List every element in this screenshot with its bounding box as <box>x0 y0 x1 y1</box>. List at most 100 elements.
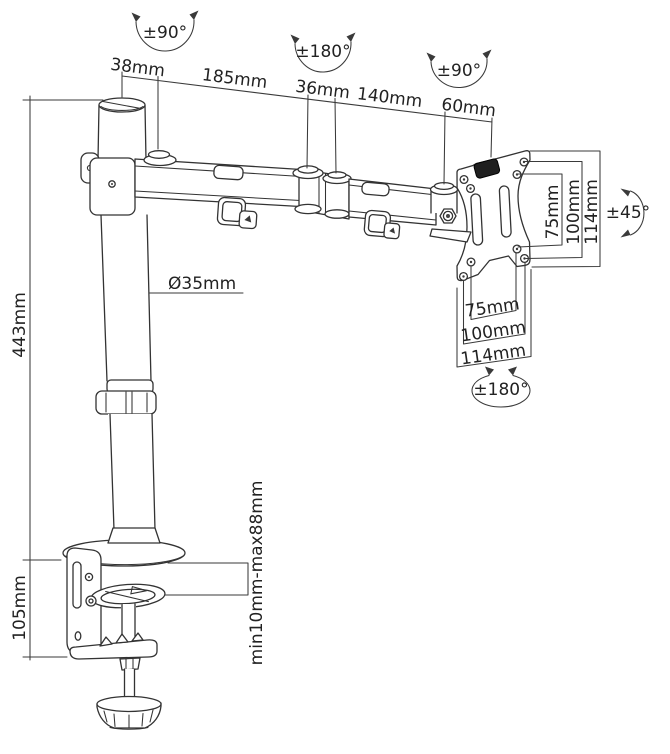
vesa-plate <box>429 150 531 282</box>
shelf-pad <box>105 586 149 603</box>
screw-nut <box>119 657 141 671</box>
wrist-barrel <box>430 188 458 214</box>
clamp-lower-jaw <box>69 639 158 660</box>
dim-pole-height: 443mm 105mm <box>10 95 104 661</box>
dim-pole-top-label: 38mm <box>109 55 166 82</box>
elbow-cap-1 <box>297 165 319 174</box>
wrist-bolt-center <box>446 214 450 218</box>
vesa-h-75-label: 75mm <box>464 294 521 321</box>
tilt-label: ±45° <box>606 203 650 223</box>
tilt-arc <box>629 190 645 236</box>
rotation-plate-arrows <box>485 366 517 376</box>
clamp-knob-flutes <box>103 709 154 730</box>
screw-lower-shaft <box>123 668 136 702</box>
rotation-head-arc <box>430 58 488 89</box>
vesa-hole-dot <box>469 187 472 190</box>
pole-sleeve-fill <box>98 105 146 160</box>
dim-pole-diameter-label: Ø35mm <box>168 274 236 294</box>
shelf-pivot-pin <box>88 598 94 604</box>
rotation-elbow-swivel: ±180° <box>290 32 356 73</box>
wrist-wing-bracket <box>429 228 472 243</box>
rotation-plate: ±180° <box>471 366 531 408</box>
cable-clip-top-1 <box>213 164 244 181</box>
cable-clip-1-arrow <box>244 215 252 223</box>
vesa-h-75-lines <box>470 252 517 321</box>
cable-clip-top-2-body <box>361 181 390 197</box>
cable-clip-top-2 <box>361 181 390 197</box>
dim-pole-diameter: Ø35mm <box>148 274 244 294</box>
pole-upper-shaft <box>100 214 152 382</box>
vesa-holes <box>458 157 530 282</box>
rotation-head-tilt: ±45° <box>606 188 650 238</box>
jaw-teeth <box>99 632 144 647</box>
vesa-v-114-label: 114mm <box>582 179 602 245</box>
dim-clamp-range-lines <box>164 562 249 596</box>
vesa-hole-dot <box>515 247 519 251</box>
dim-pole-height-label: 443mm <box>10 292 30 358</box>
dim-clamp-range-label: min10mm-max88mm <box>247 481 267 666</box>
pole-lower-shaft <box>109 413 156 531</box>
dim-pole-height-lines <box>22 95 104 661</box>
clamp-lower-hole <box>74 631 82 641</box>
dim-rear-arm-label: 140mm <box>356 84 424 112</box>
pole-sleeve <box>97 104 147 161</box>
rotation-head-swivel: ±90° <box>426 49 492 89</box>
pole-lower-fill <box>108 414 156 530</box>
dim-vesa-vertical: 75mm 100mm 114mm <box>516 150 602 268</box>
vesa-slot-right <box>498 185 512 238</box>
pole <box>95 97 161 544</box>
elbow-bottom-cap-2 <box>324 209 350 219</box>
vesa-hole-dot <box>462 178 466 181</box>
pole-joint-cap <box>147 150 171 159</box>
vesa-v-75-lines <box>516 173 563 248</box>
dim-front-arm-label: 185mm <box>201 65 269 93</box>
clamp-screw-fill <box>121 604 136 641</box>
tilt-knob <box>473 158 501 179</box>
joint-screw-dot <box>111 183 113 185</box>
vesa-v-100-lines <box>524 160 583 260</box>
rotation-plate-arc <box>471 374 531 408</box>
vesa-plate-outline <box>456 150 531 282</box>
clamp-screw-center <box>88 576 90 578</box>
dim-clamp-range: min10mm-max88mm <box>164 481 267 666</box>
rotation-pole-swivel: ±90° <box>131 10 199 52</box>
vesa-hole-dot <box>523 257 526 260</box>
vesa-v-75-label: 75mm <box>543 185 563 240</box>
elbow-bottom-cap-1 <box>294 203 322 215</box>
cable-clip-bottom-1 <box>216 196 258 230</box>
cable-clip-top-1-body <box>213 164 244 181</box>
dim-vesa-horizontal: 75mm 100mm 114mm <box>456 252 532 370</box>
dim-head-offset-label: 60mm <box>440 95 497 122</box>
rotation-pole-label: ±90° <box>143 23 187 43</box>
clamp-knob-rim <box>96 695 162 713</box>
pole-top-seam <box>100 100 144 111</box>
pole-upper-fill <box>101 197 151 381</box>
pole-base-cone <box>107 527 161 544</box>
dimensions: 443mm 105mm 38mm 185mm 36mm 140mm 60mm Ø… <box>10 10 650 666</box>
rotation-pole-arc <box>135 19 195 52</box>
desk-clamp <box>66 547 166 730</box>
vesa-slot-left <box>470 193 484 246</box>
vesa-hole-dot <box>462 275 465 278</box>
dim-clamp-height-label: 105mm <box>10 575 30 641</box>
vesa-h-100-lines <box>462 262 526 345</box>
collar-knurls <box>105 391 148 414</box>
vesa-v-100-label: 100mm <box>564 179 584 245</box>
clamp-shelf <box>90 583 166 609</box>
cable-clip-bottom-2 <box>363 209 401 240</box>
rotation-plate-label: ±180° <box>473 380 528 400</box>
cable-clip-2-arrow <box>389 227 396 234</box>
tilt-knob-body <box>473 158 501 179</box>
rotation-pole-arrows <box>131 10 199 22</box>
vesa-v-114-lines <box>529 150 601 268</box>
vesa-h-114-lines <box>456 268 532 368</box>
elbow-cap-2 <box>327 171 347 179</box>
screw-shaft-fill <box>124 669 135 701</box>
dim-top-chain-lines <box>121 71 493 185</box>
clamp-slot <box>72 561 82 609</box>
rotation-head-label: ±90° <box>437 61 481 81</box>
rotation-elbow-arc <box>294 41 352 73</box>
wrist-barrel-fill <box>431 189 457 213</box>
